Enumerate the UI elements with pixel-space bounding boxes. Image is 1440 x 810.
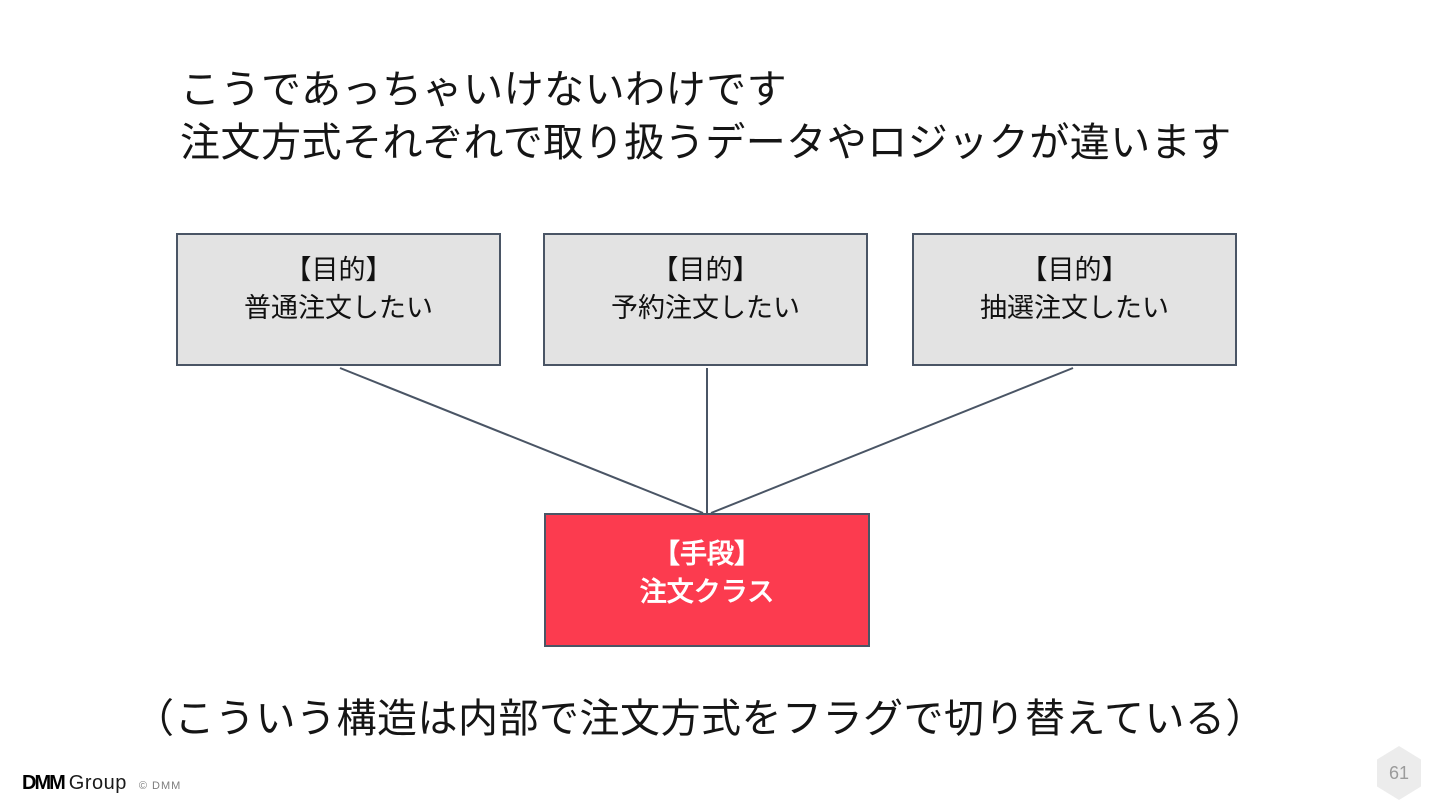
purpose-box-lottery-order: 【目的】 抽選注文したい	[912, 233, 1237, 366]
purpose-box-lottery-order-label: 抽選注文したい	[980, 292, 1169, 323]
page-number: 61	[1388, 762, 1410, 783]
purpose-box-normal-order: 【目的】 普通注文したい	[176, 233, 501, 366]
page-number-badge: 61	[1377, 746, 1421, 800]
connector-line-right	[710, 367, 1074, 514]
slide-caption: （こういう構造は内部で注文方式をフラグで切り替えている）	[134, 697, 1266, 741]
means-box-label: 注文クラス	[639, 577, 775, 607]
slide-title: こうであっちゃいけないわけです 注文方式それぞれで取り扱うデータやロジックが違い…	[180, 64, 1232, 170]
purpose-box-reserve-order-header: 【目的】	[651, 254, 760, 285]
group-logo-text: Group	[68, 772, 127, 794]
means-box-header: 【手段】	[653, 539, 761, 569]
copyright-text: © DMM	[138, 780, 182, 792]
purpose-box-reserve-order: 【目的】 予約注文したい	[543, 233, 868, 366]
dmm-logo-text: DMM	[22, 772, 66, 794]
slide-title-line1: こうであっちゃいけないわけです	[180, 68, 788, 112]
means-box-order-class: 【手段】 注文クラス	[544, 513, 870, 647]
purpose-box-reserve-order-label: 予約注文したい	[611, 292, 800, 323]
purpose-box-normal-order-header: 【目的】	[284, 254, 393, 285]
purpose-box-normal-order-label: 普通注文したい	[244, 292, 433, 323]
connector-line-left	[339, 367, 704, 514]
slide-title-line2: 注文方式それぞれで取り扱うデータやロジックが違います	[180, 121, 1232, 165]
dmm-group-logo: DMM Group © DMM	[22, 772, 181, 795]
purpose-box-lottery-order-header: 【目的】	[1020, 254, 1129, 285]
